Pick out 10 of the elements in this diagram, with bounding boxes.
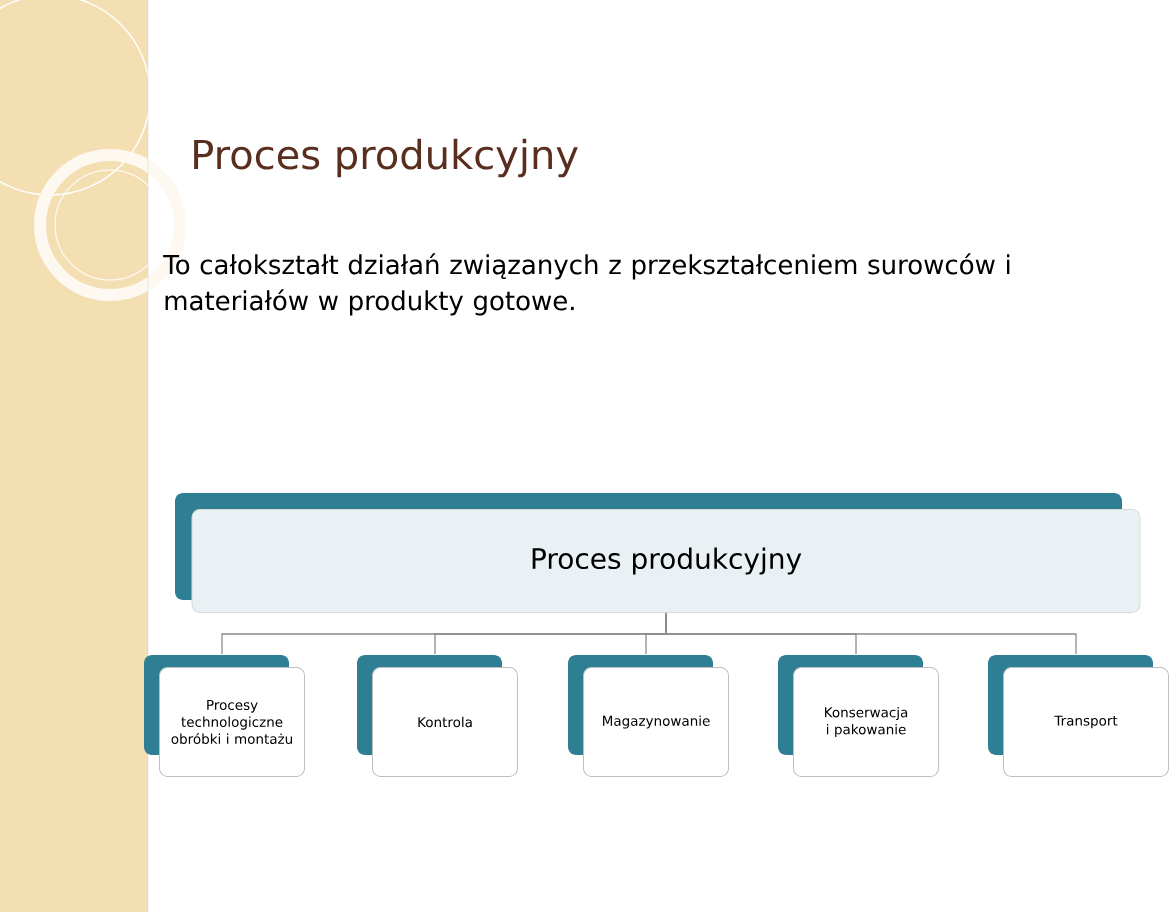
connector bbox=[665, 612, 1077, 655]
title: Proces produkcyjny bbox=[194, 138, 578, 178]
process-box: Magazynowanie bbox=[568, 655, 729, 777]
process-box: Kontrola bbox=[357, 655, 518, 777]
process-box: Transport bbox=[988, 655, 1169, 777]
header-box: Proces produkcyjny bbox=[175, 493, 1141, 613]
body-text: To całokształt działań związanych z przekształceniem surowców i materiałów w produkty gotowe. bbox=[163, 253, 1010, 316]
process-box: Procesy technologiczne obróbki i montażu bbox=[144, 655, 305, 777]
node-label: Transport bbox=[1054, 715, 1118, 729]
process-box: Konserwacja i pakowanie bbox=[778, 655, 939, 777]
